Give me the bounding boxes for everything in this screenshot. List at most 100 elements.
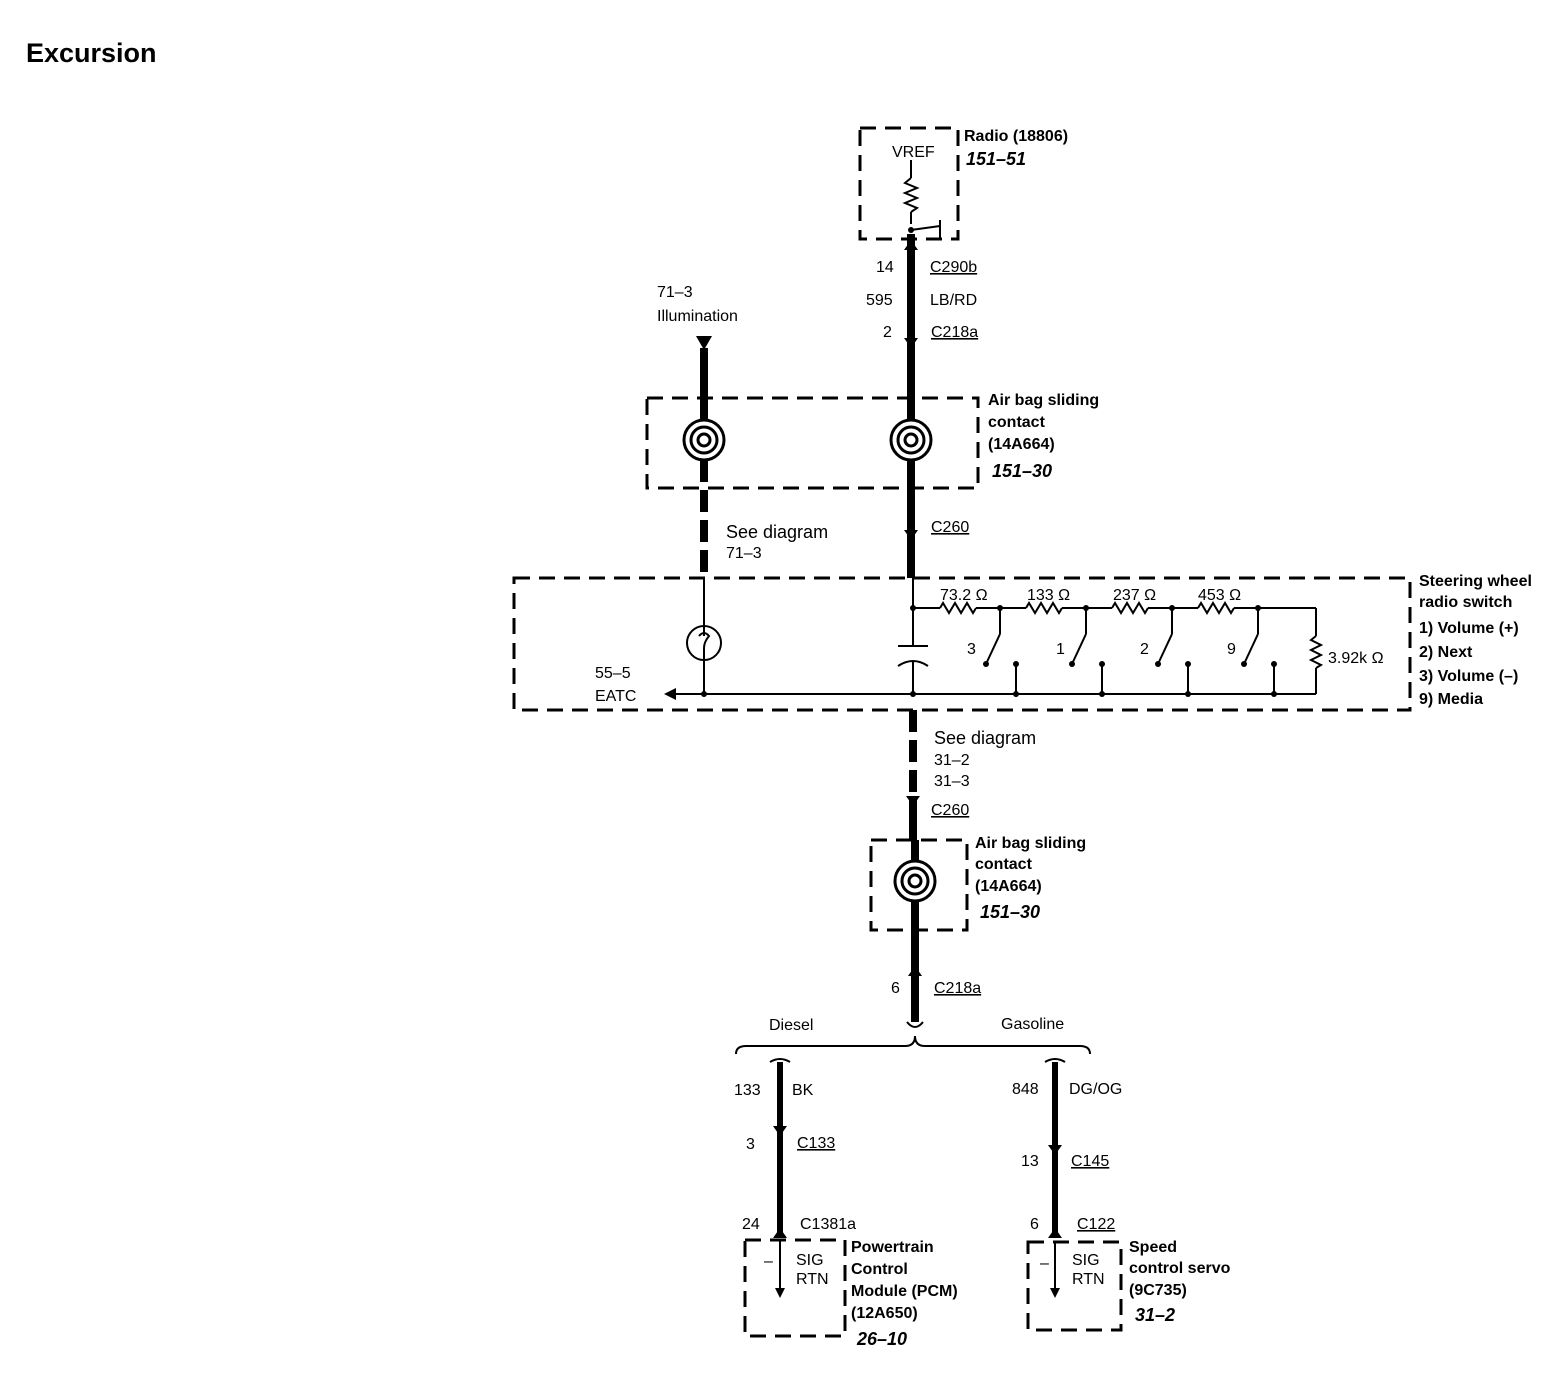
switch-name-line1: Steering wheel [1419, 573, 1532, 590]
wire-color-dgog: DG/OG [1069, 1081, 1122, 1098]
illumination-feed: 71–3 Illumination [657, 284, 738, 420]
c122-pin: 6 [1030, 1216, 1039, 1233]
resistor-237 [1111, 601, 1149, 615]
airbag-sliding-contact-lower: Air bag sliding contact (14A664) 151–30 [869, 835, 1086, 932]
servo-name-line3: (9C735) [1129, 1282, 1187, 1299]
eatc-arrow-icon [664, 688, 676, 700]
see-diagram-lower: See diagram [934, 728, 1036, 748]
pcm-module: – SIG RTN Powertrain Control Module (PCM… [743, 1238, 958, 1349]
gasoline-label: Gasoline [1001, 1016, 1064, 1033]
c260-lower-connector-symbol [906, 796, 920, 806]
resistor-453 [1197, 601, 1235, 615]
pcm-rtn: RTN [796, 1271, 829, 1288]
radio-page-ref: 151–51 [966, 149, 1026, 169]
resistor-3-92k [1308, 635, 1324, 669]
c133-pin: 3 [746, 1136, 755, 1153]
c218a-lower-label: C218a [934, 980, 981, 997]
radio-resistor [902, 177, 920, 213]
servo-name-line1: Speed [1129, 1239, 1177, 1256]
c122-connector-symbol [1048, 1228, 1062, 1238]
pcm-name-line3: Module (PCM) [851, 1283, 958, 1300]
capacitor-plate-bottom [897, 660, 929, 667]
illumination-ref: 71–3 [657, 284, 693, 301]
c290b-connector-symbol [904, 240, 918, 250]
diesel-label: Diesel [769, 1017, 813, 1034]
variant-split-brace: Diesel Gasoline [735, 1016, 1091, 1055]
radio-module: VREF Radio (18806) 151–51 [858, 126, 1068, 241]
radio-vref-label: VREF [892, 144, 935, 161]
airbag-upper-line2: contact [988, 414, 1046, 431]
servo-name-line2: control servo [1129, 1260, 1231, 1277]
airbag-to-switch-wires: See diagram 71–3 C260 [700, 460, 969, 578]
eatc-label: EATC [595, 688, 636, 705]
servo-minus: – [1040, 1255, 1049, 1272]
resistor-label-73-2: 73.2 Ω [940, 587, 988, 604]
see-diagram-illum: See diagram [726, 522, 828, 542]
c218a-upper-pin: 2 [883, 324, 892, 341]
airbag-upper-page-ref: 151–30 [992, 461, 1052, 481]
clockspring-icon-right [889, 418, 933, 462]
switch-number-1: 1 [1056, 641, 1065, 658]
page-title: Excursion [26, 38, 157, 68]
switch-item-next: 2) Next [1419, 644, 1473, 661]
see-diagram-illum-ref: 71–3 [726, 545, 762, 562]
circuit-848: 848 [1012, 1081, 1039, 1098]
airbag-upper-line1: Air bag sliding [988, 392, 1099, 409]
switch-number-2: 2 [1140, 641, 1149, 658]
resistor-label-237: 237 Ω [1113, 587, 1156, 604]
speed-control-servo-module: – SIG RTN Speed control servo (9C735) 31… [1026, 1239, 1231, 1332]
c218a-lower-pin: 6 [891, 980, 900, 997]
lower-airbag-to-split-wire: 6 C218a [891, 930, 981, 1028]
resistor-label-3-92k: 3.92k Ω [1328, 650, 1384, 667]
switch-number-9: 9 [1227, 641, 1236, 658]
airbag-upper-line3: (14A664) [988, 436, 1055, 453]
radio-wire: 14 C290b 595 LB/RD 2 C218a [866, 234, 978, 420]
pcm-minus: – [764, 1253, 773, 1270]
servo-rtn: RTN [1072, 1271, 1105, 1288]
c260-upper-connector-symbol [904, 530, 918, 540]
switch-to-lower-airbag-wire: See diagram 31–2 31–3 C260 [906, 710, 1036, 840]
eatc-ref: 55–5 [595, 665, 631, 682]
pcm-name-line2: Control [851, 1261, 908, 1278]
c260-upper-label: C260 [931, 519, 969, 536]
resistor-label-133: 133 Ω [1027, 587, 1070, 604]
resistor-label-453: 453 Ω [1198, 587, 1241, 604]
airbag-sliding-contact-upper: Air bag sliding contact (14A664) 151–30 [645, 392, 1099, 490]
switch-volume-down [983, 605, 1019, 697]
airbag-lower-line3: (14A664) [975, 878, 1042, 895]
c145-pin: 13 [1021, 1153, 1039, 1170]
c260-lower-label: C260 [931, 802, 969, 819]
radio-name: Radio (18806) [964, 128, 1068, 145]
c1381a-pin: 24 [742, 1216, 760, 1233]
servo-page-ref: 31–2 [1135, 1305, 1175, 1325]
switch-item-volume-down: 3) Volume (–) [1419, 668, 1518, 685]
switch-name-line2: radio switch [1419, 594, 1512, 611]
switch-item-media: 9) Media [1419, 691, 1483, 708]
illumination-lamp-icon [686, 625, 722, 661]
c290b-pin: 14 [876, 259, 894, 276]
switch-next [1155, 605, 1191, 697]
see-diagram-lower-ref1: 31–2 [934, 752, 970, 769]
pcm-name-line4: (12A650) [851, 1305, 918, 1322]
c1381a-label: C1381a [800, 1216, 856, 1233]
switch-number-3: 3 [967, 641, 976, 658]
c290b-label: C290b [930, 259, 977, 276]
c218a-lower-connector-symbol [908, 966, 922, 976]
airbag-lower-page-ref: 151–30 [980, 902, 1040, 922]
diesel-branch-wire: 133 BK 3 C133 24 C1381a [734, 1058, 856, 1238]
c133-connector-symbol [773, 1126, 787, 1136]
c145-label: C145 [1071, 1153, 1109, 1170]
pcm-sig: SIG [796, 1252, 824, 1269]
resistor-73-2 [939, 601, 977, 615]
c145-connector-symbol [1048, 1145, 1062, 1155]
switch-media [1241, 605, 1277, 697]
servo-sig: SIG [1072, 1252, 1100, 1269]
c133-label: C133 [797, 1135, 835, 1152]
see-diagram-lower-ref2: 31–3 [934, 773, 970, 790]
illumination-label: Illumination [657, 308, 738, 325]
c218a-upper-label: C218a [931, 324, 978, 341]
c218a-upper-connector-symbol [904, 338, 918, 348]
pcm-page-ref: 26–10 [856, 1329, 907, 1349]
airbag-lower-line1: Air bag sliding [975, 835, 1086, 852]
